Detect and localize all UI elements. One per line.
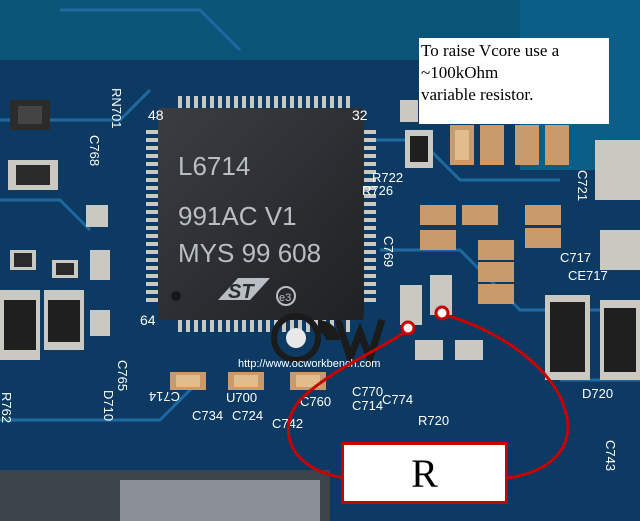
silk-label: R722 (372, 170, 403, 185)
svg-text:ST: ST (228, 281, 255, 303)
pin-label-64: 64 (140, 312, 156, 328)
silk-label: CE717 (568, 268, 608, 283)
annotation-line: variable resistor. (421, 85, 534, 104)
svg-text:e3: e3 (279, 292, 291, 304)
chip-pins-left (146, 128, 160, 302)
silk-label: D720 (582, 386, 613, 401)
chip-pins-top (176, 96, 350, 110)
silk-label: R762 (0, 392, 14, 423)
silk-label: C760 (300, 394, 331, 409)
silk-label: RN701 (109, 88, 124, 128)
silk-label: D710 (101, 390, 116, 421)
pin1-marker (171, 291, 181, 301)
silk-label: R720 (418, 413, 449, 428)
chip-pins-right (362, 128, 376, 302)
silk-label: C770 (352, 384, 383, 399)
annotation-line: ~100kOhm (421, 63, 499, 82)
chip-line-2: 991AC V1 (178, 201, 297, 231)
pin-label-48: 48 (148, 107, 164, 123)
silk-label: C734 (192, 408, 223, 423)
silk-label: C717 (560, 250, 591, 265)
silk-label: C769 (381, 236, 396, 267)
ocw-watermark-logo (271, 313, 386, 369)
smd-components (0, 100, 640, 390)
silk-label: C714 (149, 389, 180, 404)
silk-label: C774 (382, 392, 413, 407)
chip-line-3: MYS 99 608 (178, 238, 321, 268)
silk-label: C721 (575, 170, 590, 201)
silkscreen-labels: RN701 C768 C765 D710 R762 C714 C734 C724… (0, 88, 618, 471)
silk-label: R726 (362, 183, 393, 198)
callout-loop (286, 313, 570, 480)
annotation-note: To raise Vcore use a ~100kOhm variable r… (419, 38, 609, 124)
silk-label: C714 (352, 398, 383, 413)
st-logo: ST (218, 278, 270, 303)
pin-label-32: 32 (352, 107, 368, 123)
silk-label: C743 (603, 440, 618, 471)
silk-label: C724 (232, 408, 263, 423)
silk-label: C765 (115, 360, 130, 391)
callout-point-right (434, 305, 450, 321)
silk-label: U700 (226, 390, 257, 405)
annotation-line: To raise Vcore use a (421, 41, 560, 60)
resistor-callout-label: R (341, 442, 508, 504)
chip-line-1: L6714 (178, 151, 250, 181)
callout-point-left (400, 320, 416, 336)
chip-body (158, 108, 364, 320)
e3-mark: e3 (276, 286, 296, 306)
silk-label: C768 (87, 135, 102, 166)
